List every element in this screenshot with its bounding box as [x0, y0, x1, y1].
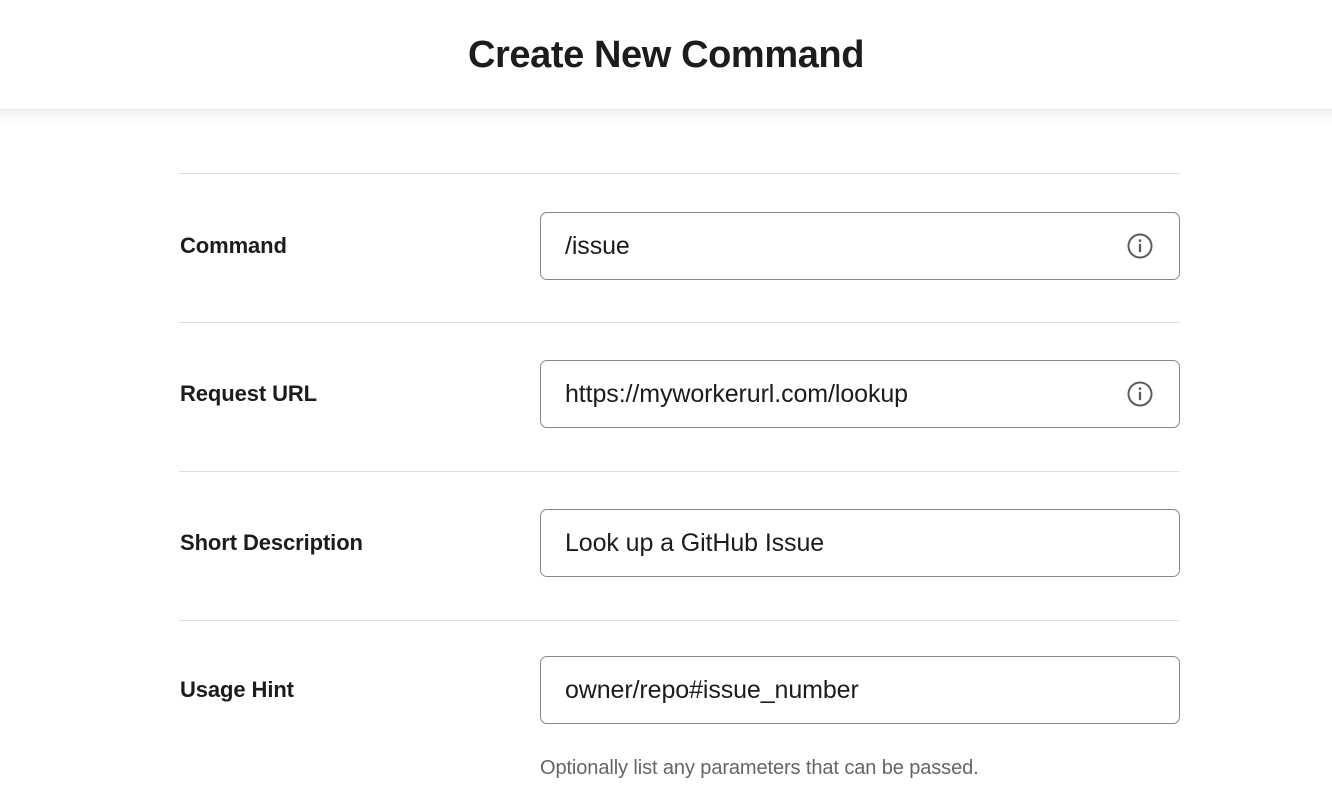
command-input-value: /issue	[565, 233, 630, 259]
form-row-request-url: Request URL https://myworkerurl.com/look…	[179, 323, 1180, 471]
divider-after-command	[179, 322, 1180, 323]
info-circle-icon[interactable]	[1125, 379, 1155, 409]
label-command: Command	[180, 233, 287, 258]
divider-after-short-description	[179, 620, 1180, 621]
divider-top	[179, 173, 1180, 174]
form-row-command: Command /issue	[179, 174, 1180, 322]
form-row-usage-hint: Usage Hint owner/repo#issue_number Optio…	[179, 621, 1180, 778]
create-command-form: Command /issue Request URL	[179, 110, 1180, 778]
field-column-command: /issue	[540, 212, 1180, 280]
usage-hint-input-value: owner/repo#issue_number	[565, 677, 859, 703]
label-usage-hint: Usage Hint	[180, 677, 294, 702]
request-url-input-value: https://myworkerurl.com/lookup	[565, 381, 908, 407]
divider-after-request-url	[179, 471, 1180, 472]
request-url-input[interactable]: https://myworkerurl.com/lookup	[540, 360, 1180, 428]
label-short-description: Short Description	[180, 530, 363, 555]
label-request-url: Request URL	[180, 381, 318, 406]
page-header: Create New Command	[0, 0, 1332, 110]
form-row-short-description: Short Description Look up a GitHub Issue	[179, 472, 1180, 620]
field-column-usage-hint: owner/repo#issue_number Optionally list …	[540, 656, 1180, 778]
usage-hint-helper-text: Optionally list any parameters that can …	[540, 757, 979, 779]
usage-hint-input[interactable]: owner/repo#issue_number	[540, 656, 1180, 724]
short-description-input[interactable]: Look up a GitHub Issue	[540, 509, 1180, 577]
field-column-request-url: https://myworkerurl.com/lookup	[540, 360, 1180, 428]
command-input[interactable]: /issue	[540, 212, 1180, 280]
short-description-input-value: Look up a GitHub Issue	[565, 530, 825, 556]
info-circle-icon[interactable]	[1125, 231, 1155, 261]
form-body: Command /issue Request URL	[0, 110, 1332, 810]
field-column-short-description: Look up a GitHub Issue	[540, 509, 1180, 577]
page-title: Create New Command	[467, 33, 865, 76]
